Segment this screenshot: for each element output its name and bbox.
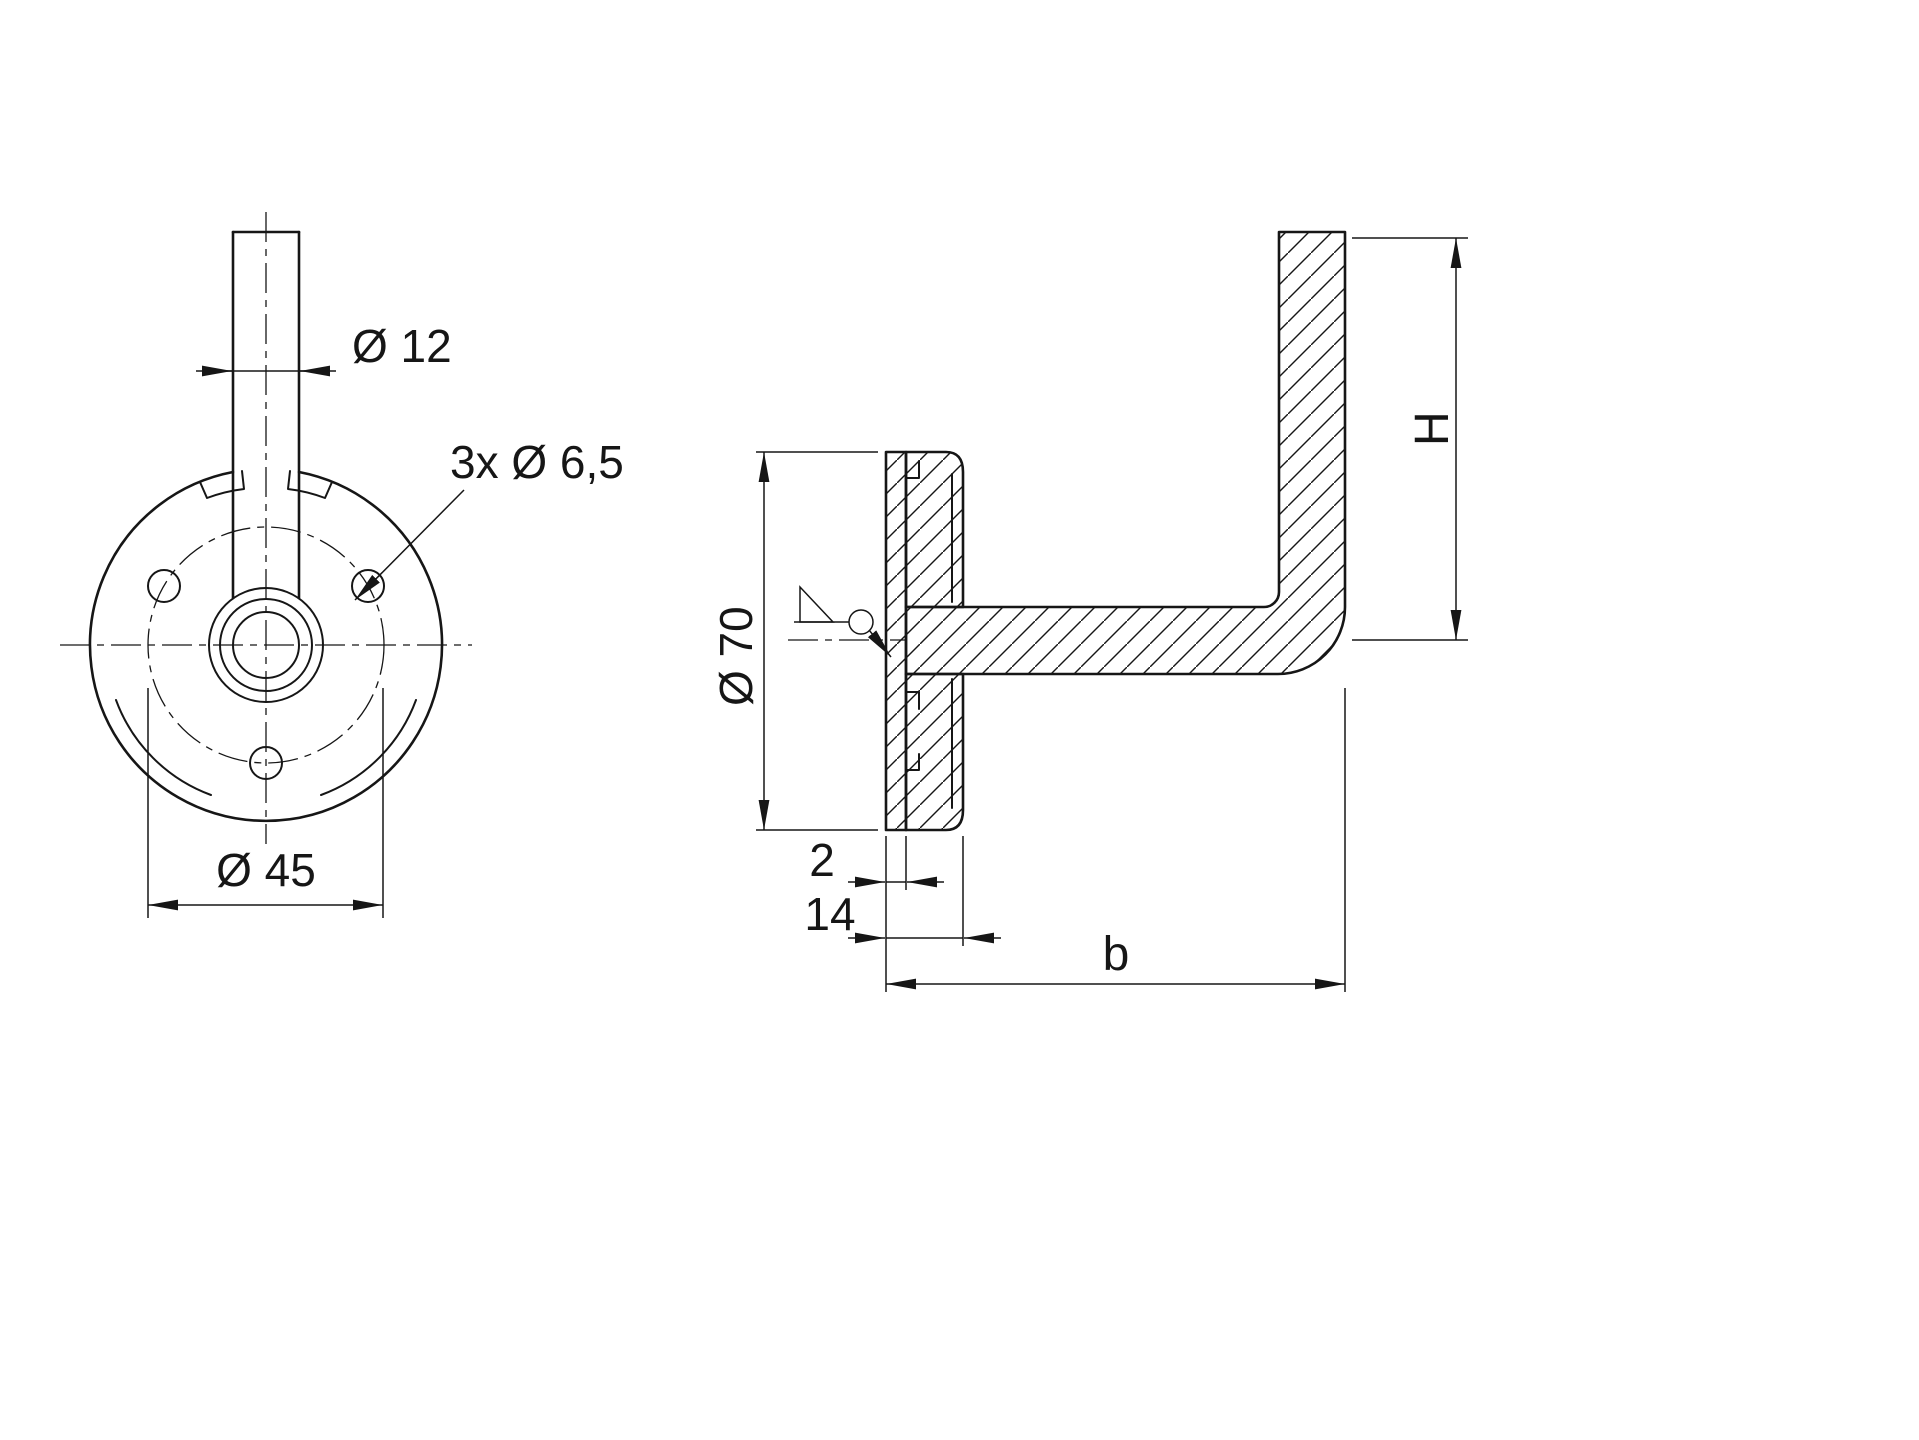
center-boss-inner: [219, 598, 313, 692]
front-view: Ø 12 Ø 45 3x Ø 6,5: [60, 212, 624, 918]
dim-label-plate-thickness: 2: [809, 834, 835, 886]
dim-label-bolt-circle: Ø 45: [216, 844, 316, 896]
dimension-flange-diameter: Ø 70: [710, 451, 878, 831]
weld-all-around-circle: [848, 609, 874, 635]
callout-label-screw-holes: 3x Ø 6,5: [450, 436, 624, 488]
bracket-arm-section: [904, 230, 1347, 676]
cover-cap-section-upper: [904, 450, 965, 609]
fillet-weld-triangle: [799, 585, 835, 623]
callout-screw-holes: 3x Ø 6,5: [354, 436, 624, 601]
screw-hole: [249, 746, 283, 780]
cover-snap-detail: [905, 460, 920, 479]
cover-slot-arc: [320, 699, 417, 796]
dimension-flange-depth: 14: [804, 836, 1001, 946]
dimension-pin-diameter: Ø 12: [196, 320, 452, 377]
center-boss-outer: [208, 587, 324, 703]
dim-label-reach: b: [1103, 928, 1130, 981]
weld-symbol: [794, 585, 892, 658]
dim-label-height: H: [1406, 411, 1459, 446]
side-view: Ø 70 H 2 14 b: [710, 230, 1468, 992]
cover-notch: [199, 470, 245, 499]
cover-notch: [287, 470, 333, 499]
dim-label-flange-depth: 14: [804, 888, 855, 940]
wall-plate-section: [884, 450, 908, 832]
dimension-reach: b: [886, 688, 1346, 992]
dim-label-flange-diameter: Ø 70: [710, 606, 762, 706]
cover-cap-section-lower: [904, 672, 965, 832]
weld-leader-line: [867, 629, 892, 658]
dimension-plate-thickness: 2: [809, 834, 944, 992]
leader-line: [354, 489, 465, 601]
dimension-height: H: [1352, 237, 1468, 641]
screw-hole: [351, 569, 385, 603]
pin-hole: [232, 611, 300, 679]
bolt-circle: [147, 526, 385, 764]
flange-outline: [88, 470, 444, 823]
cover-slot-arc: [115, 699, 212, 796]
dimension-bolt-circle: Ø 45: [147, 688, 384, 918]
screw-hole: [147, 569, 181, 603]
dim-label-pin-diameter: Ø 12: [352, 320, 452, 372]
cover-snap-detail: [905, 691, 920, 710]
cover-snap-detail: [905, 753, 920, 771]
